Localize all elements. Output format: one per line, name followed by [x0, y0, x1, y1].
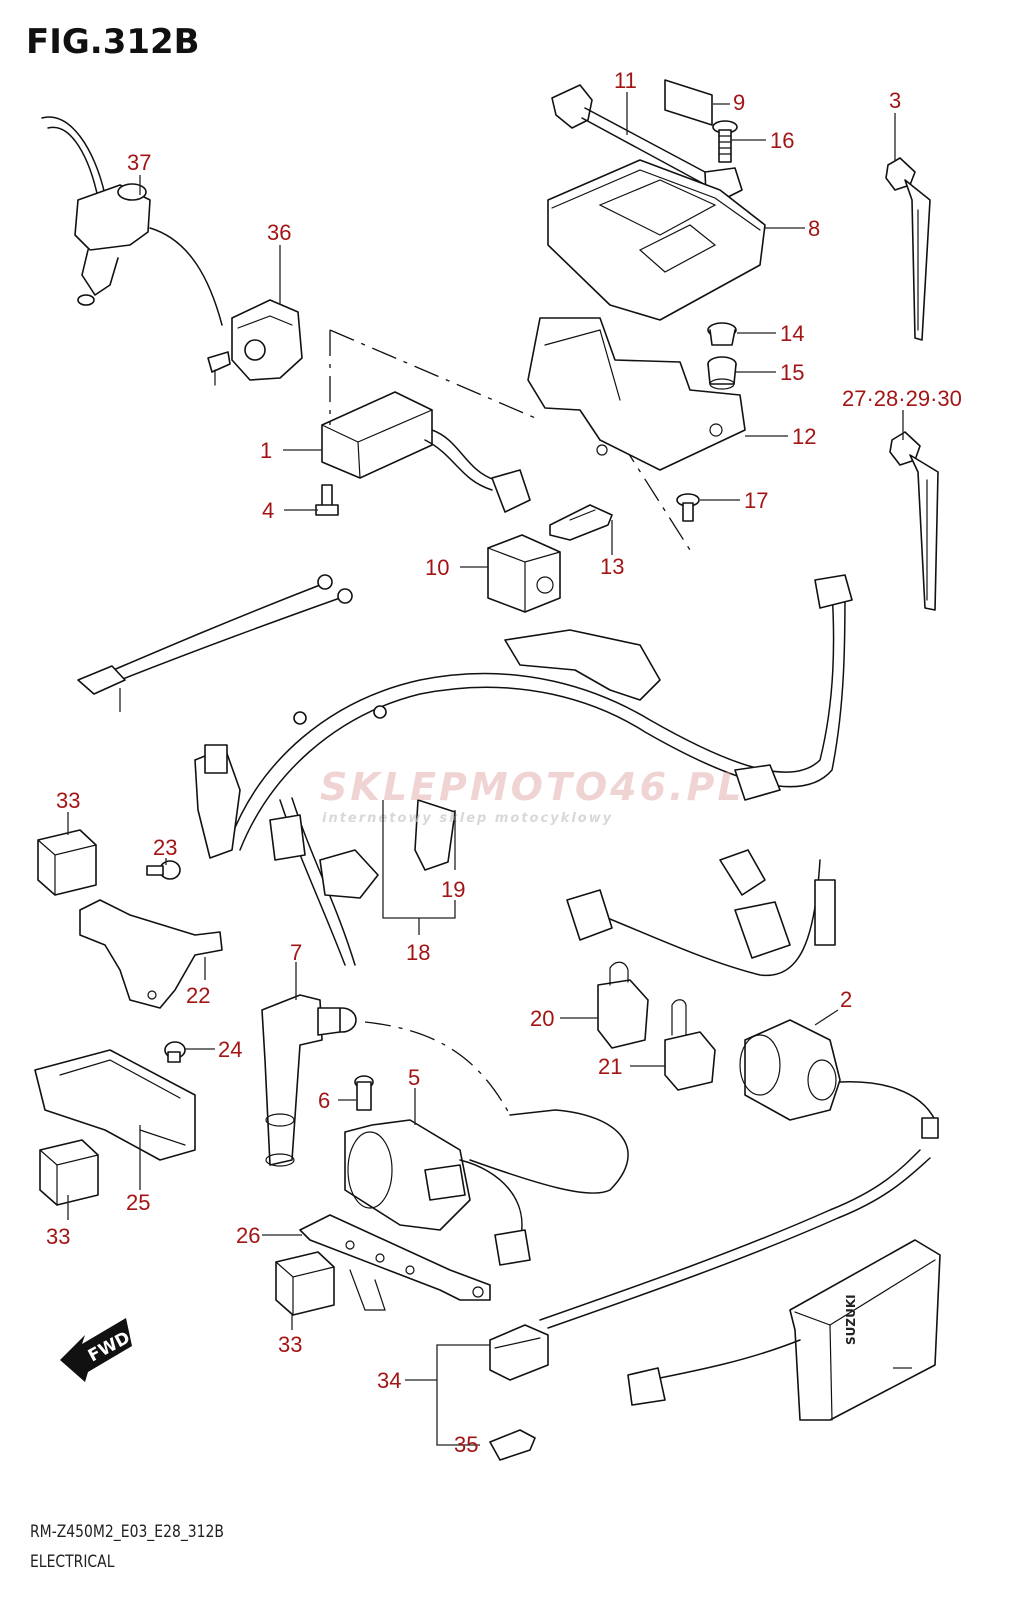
part-22-bracket[interactable] [79, 899, 223, 1009]
callout-17[interactable]: 17 [744, 488, 768, 513]
part-18-wiring-harness[interactable] [194, 574, 853, 977]
callout-12[interactable]: 12 [792, 424, 816, 449]
part-34-connector[interactable] [489, 1324, 549, 1381]
part-17-screw[interactable] [676, 493, 700, 522]
part-25-bracket[interactable] [34, 1049, 196, 1161]
part-33-pad-c[interactable] [275, 1251, 335, 1316]
part-2-sensor[interactable] [739, 1019, 939, 1139]
callout-24[interactable]: 24 [218, 1037, 242, 1062]
callout-10[interactable]: 10 [425, 555, 449, 580]
part-37-module[interactable]: SUZUKI [539, 1149, 941, 1421]
callout-labels: 37 36 1 4 11 9 16 8 14 15 12 17 13 10 3 … [46, 68, 962, 1457]
callout-16[interactable]: 16 [770, 128, 794, 153]
watermark-brand: SKLEPMOTO46.PL [320, 765, 745, 809]
callout-32[interactable]: 37 [127, 150, 151, 175]
callout-23[interactable]: 23 [153, 835, 177, 860]
part-4-bolt[interactable] [315, 484, 339, 516]
part-10-connector[interactable] [487, 534, 561, 613]
part-26-bracket[interactable] [299, 1214, 491, 1311]
callout-1[interactable]: 1 [260, 438, 272, 463]
relation-line [329, 329, 541, 421]
callout-6[interactable]: 6 [318, 1088, 330, 1113]
callout-33-b[interactable]: 33 [46, 1224, 70, 1249]
callout-11[interactable]: 11 [614, 68, 637, 93]
part-9-pad[interactable] [664, 79, 713, 126]
callout-33-a[interactable]: 33 [56, 788, 80, 813]
part-36-lead[interactable] [77, 574, 353, 695]
relation-line [619, 439, 691, 551]
part-7-plug-cap[interactable] [261, 994, 357, 1167]
callout-20[interactable]: 20 [530, 1006, 554, 1031]
callout-19[interactable]: 19 [441, 877, 465, 902]
part-32-switch[interactable] [41, 116, 223, 326]
callout-13[interactable]: 13 [600, 554, 624, 579]
callout-14[interactable]: 14 [780, 321, 804, 346]
callout-9[interactable]: 9 [733, 90, 745, 115]
part-33-pad-b[interactable] [39, 1139, 99, 1206]
part-16-screw[interactable] [712, 120, 738, 163]
callout-8[interactable]: 8 [808, 216, 820, 241]
part-13-clip[interactable] [549, 504, 613, 541]
part-14-grommet[interactable] [707, 322, 737, 346]
callout-22[interactable]: 22 [186, 983, 210, 1008]
callout-18[interactable]: 18 [406, 940, 430, 965]
callout-27-30[interactable]: 27·28·29·30 [842, 386, 962, 411]
callout-4[interactable]: 4 [262, 498, 274, 523]
relation-line [364, 1021, 511, 1116]
part-20-relay[interactable] [597, 961, 649, 1049]
part-21-relay[interactable] [664, 999, 716, 1091]
part-27-30-cable-tie[interactable] [889, 431, 939, 611]
figure-title: FIG.312B [26, 22, 200, 62]
part-23-bolt[interactable] [146, 860, 181, 880]
callout-26[interactable]: 26 [236, 1223, 260, 1248]
callout-34[interactable]: 34 [377, 1368, 401, 1393]
callout-5[interactable]: 5 [408, 1065, 420, 1090]
callout-25[interactable]: 25 [126, 1190, 150, 1215]
part-15-cushion[interactable] [707, 356, 737, 390]
part-24-bolt[interactable] [164, 1041, 186, 1063]
callout-7[interactable]: 7 [290, 940, 302, 965]
part-12-tray[interactable] [527, 317, 746, 471]
part-1-unit[interactable] [321, 391, 531, 513]
callout-31[interactable]: 36 [267, 220, 291, 245]
model-code: RM-Z450M2_E03_E28_312B [30, 1522, 224, 1542]
callout-15[interactable]: 15 [780, 360, 804, 385]
callout-3[interactable]: 3 [889, 88, 901, 113]
part-35-fuse[interactable] [489, 1429, 536, 1461]
watermark-tagline: internetowy sklep motocyklowy [322, 811, 613, 826]
forward-arrow-icon: FWD [60, 1318, 134, 1382]
part-31-sensor[interactable] [207, 299, 303, 386]
callout-33-c[interactable]: 33 [278, 1332, 302, 1357]
part-6-bolt[interactable] [354, 1075, 374, 1111]
section-name: ELECTRICAL [30, 1552, 115, 1572]
part-33-pad-a[interactable] [37, 829, 97, 896]
part-3-cable-tie[interactable] [885, 157, 931, 341]
leader-lines [67, 92, 912, 1446]
part-5-ignition-coil[interactable] [344, 1109, 629, 1266]
callout-2[interactable]: 2 [840, 987, 852, 1012]
callout-21[interactable]: 21 [598, 1054, 622, 1079]
callout-35[interactable]: 35 [454, 1432, 478, 1457]
part-8-ecu[interactable] [547, 159, 766, 321]
suzuki-logo: SUZUKI [844, 1294, 858, 1345]
